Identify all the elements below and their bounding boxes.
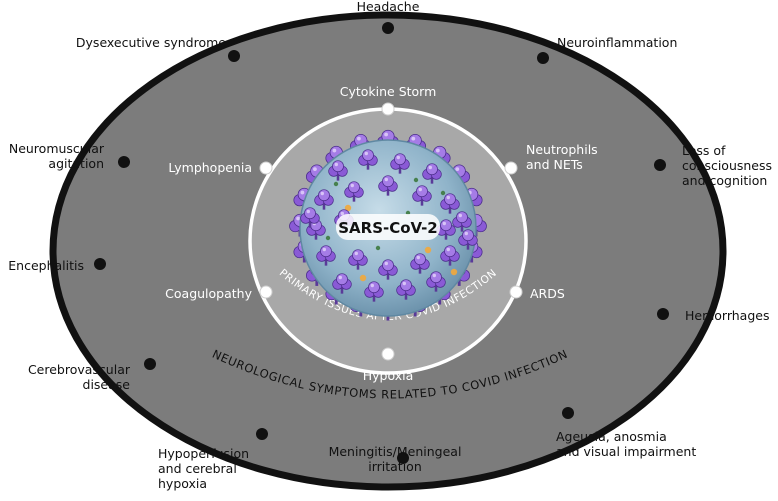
outer-label-dysexecutive-syndrome: Dysexecutive syndrome <box>76 35 226 50</box>
surface-particle <box>413 177 419 183</box>
outer-node-meningitis-meningeal <box>397 452 409 464</box>
inner-label-line: and NETs <box>526 157 583 172</box>
spike-protein <box>348 249 368 270</box>
spike-protein <box>422 163 442 184</box>
inner-label-hypoxia: Hypoxia <box>363 368 414 383</box>
outer-label-line: Headache <box>357 0 420 14</box>
spike-protein <box>300 207 320 228</box>
inner-label-line: Lymphopenia <box>168 160 252 175</box>
inner-node-coagulopathy <box>259 285 273 299</box>
spike-protein <box>378 259 398 280</box>
sars-cov-2-virus: SARS-CoV-2 <box>289 129 487 321</box>
spike-protein <box>316 245 336 266</box>
surface-particle <box>440 190 446 196</box>
outer-label-line: Dysexecutive syndrome <box>76 35 226 50</box>
outer-label-hemorrhages: Hemorrhages <box>685 308 769 323</box>
inner-label-lymphopenia: Lymphopenia <box>168 160 252 175</box>
outer-label-line: Meningitis/Meningeal <box>329 444 462 459</box>
spike-protein <box>412 185 432 206</box>
surface-particle <box>344 204 352 212</box>
inner-label-line: Hypoxia <box>363 368 414 383</box>
spike-protein <box>344 181 364 202</box>
inner-label-ards: ARDS <box>530 286 565 301</box>
outer-label-line: and visual impairment <box>556 444 696 459</box>
outer-node-hypoperfusion <box>256 428 268 440</box>
outer-label-line: Hypoperfusion <box>158 446 249 461</box>
outer-node-ageusia-anosmia <box>562 407 574 419</box>
outer-label-line: Hemorrhages <box>685 308 769 323</box>
spike-protein <box>452 211 472 232</box>
inner-node-ards <box>509 285 523 299</box>
outer-label-line: Loss of <box>682 143 726 158</box>
inner-label-cytokine-storm: Cytokine Storm <box>340 84 437 99</box>
outer-label-line: agitation <box>48 156 104 171</box>
outer-node-encephalitis <box>94 258 106 270</box>
outer-label-line: Neuromuscular <box>9 141 105 156</box>
outer-label-line: irritation <box>368 459 422 474</box>
surface-particle <box>424 246 432 254</box>
inner-node-neutrophils <box>504 161 518 175</box>
outer-label-line: Cerebrovascular <box>28 362 131 377</box>
outer-node-loss-of <box>654 159 666 171</box>
surface-particle <box>450 268 458 276</box>
spike-protein <box>378 175 398 196</box>
outer-node-neuroinflammation <box>537 52 549 64</box>
outer-label-line: and cognition <box>682 173 767 188</box>
spike-protein <box>410 253 430 274</box>
outer-label-line: hypoxia <box>158 476 207 491</box>
virus-label: SARS-CoV-2 <box>338 219 438 237</box>
inner-node-lymphopenia <box>259 161 273 175</box>
outer-node-cerebrovascular <box>144 358 156 370</box>
outer-label-encephalitis: Encephalitis <box>8 258 84 273</box>
outer-node-neuromuscular <box>118 156 130 168</box>
spike-protein <box>458 229 478 250</box>
outer-label-line: Encephalitis <box>8 258 84 273</box>
surface-particle <box>359 274 367 282</box>
virus-label-backdrop <box>336 214 440 240</box>
surface-particle <box>325 235 331 241</box>
inner-label-line: Coagulopathy <box>165 286 252 301</box>
spike-protein <box>328 160 348 181</box>
spike-protein <box>358 149 378 170</box>
spike-protein <box>314 189 334 210</box>
surface-particle <box>333 181 339 187</box>
inner-label-line: Neutrophils <box>526 142 598 157</box>
outer-label-neuroinflammation: Neuroinflammation <box>557 35 677 50</box>
outer-label-line: Neuroinflammation <box>557 35 677 50</box>
outer-node-hemorrhages <box>657 308 669 320</box>
outer-label-line: Ageusia, anosmia <box>556 429 667 444</box>
spike-protein <box>364 281 384 302</box>
inner-node-hypoxia <box>381 347 395 361</box>
spike-protein <box>396 279 416 300</box>
spike-protein <box>426 271 446 292</box>
outer-label-line: and cerebral <box>158 461 237 476</box>
outer-label-headache: Headache <box>357 0 420 14</box>
outer-node-dysexecutive-syndrome <box>228 50 240 62</box>
surface-particle <box>375 245 381 251</box>
virus-surface-particles <box>325 177 458 282</box>
outer-node-headache <box>382 22 394 34</box>
spike-protein <box>390 153 410 174</box>
spike-protein <box>332 273 352 294</box>
outer-label-line: disease <box>83 377 131 392</box>
inner-label-line: ARDS <box>530 286 565 301</box>
spike-protein <box>440 193 460 214</box>
inner-label-line: Cytokine Storm <box>340 84 437 99</box>
inner-node-cytokine-storm <box>381 102 395 116</box>
inner-label-coagulopathy: Coagulopathy <box>165 286 252 301</box>
outer-label-line: consciousness <box>682 158 772 173</box>
spike-protein <box>440 245 460 266</box>
